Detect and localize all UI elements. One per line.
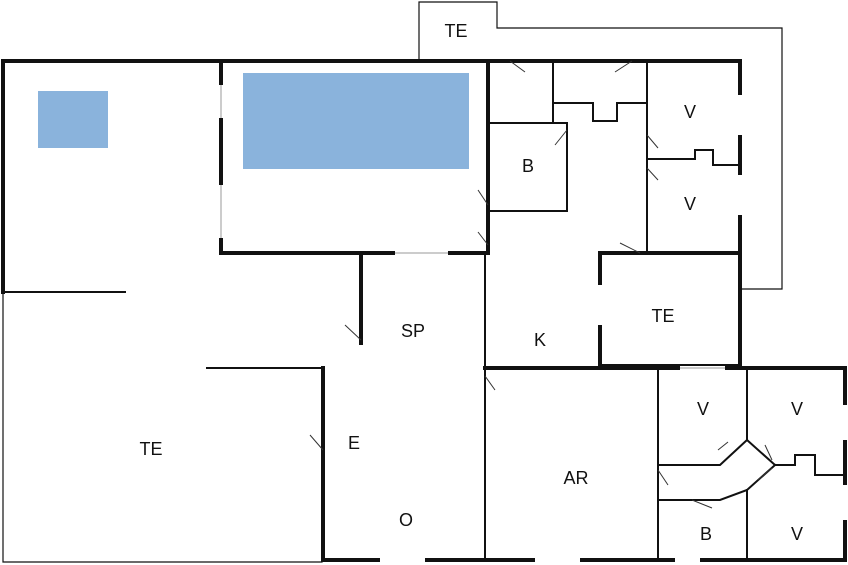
swimming-pool bbox=[243, 73, 469, 169]
windows bbox=[219, 85, 847, 562]
room-label-te-top: TE bbox=[444, 21, 467, 41]
room-label-te-mid: TE bbox=[651, 306, 674, 326]
room-label-o: O bbox=[399, 510, 413, 530]
room-label-v5: V bbox=[791, 524, 803, 544]
hot-tub bbox=[38, 91, 108, 148]
room-labels: TE V V B SP K TE TE E O AR V V B V bbox=[139, 21, 803, 544]
room-label-sp: SP bbox=[401, 321, 425, 341]
room-label-k: K bbox=[534, 330, 546, 350]
room-label-v2: V bbox=[684, 194, 696, 214]
terrace-outlines bbox=[2, 1, 783, 563]
room-label-ar: AR bbox=[563, 468, 588, 488]
room-label-b2: B bbox=[700, 524, 712, 544]
room-label-v1: V bbox=[684, 102, 696, 122]
room-label-b1: B bbox=[522, 156, 534, 176]
room-label-te-left: TE bbox=[139, 439, 162, 459]
room-label-v4: V bbox=[791, 399, 803, 419]
room-label-v3: V bbox=[697, 399, 709, 419]
doors bbox=[309, 60, 773, 509]
room-label-e: E bbox=[348, 433, 360, 453]
